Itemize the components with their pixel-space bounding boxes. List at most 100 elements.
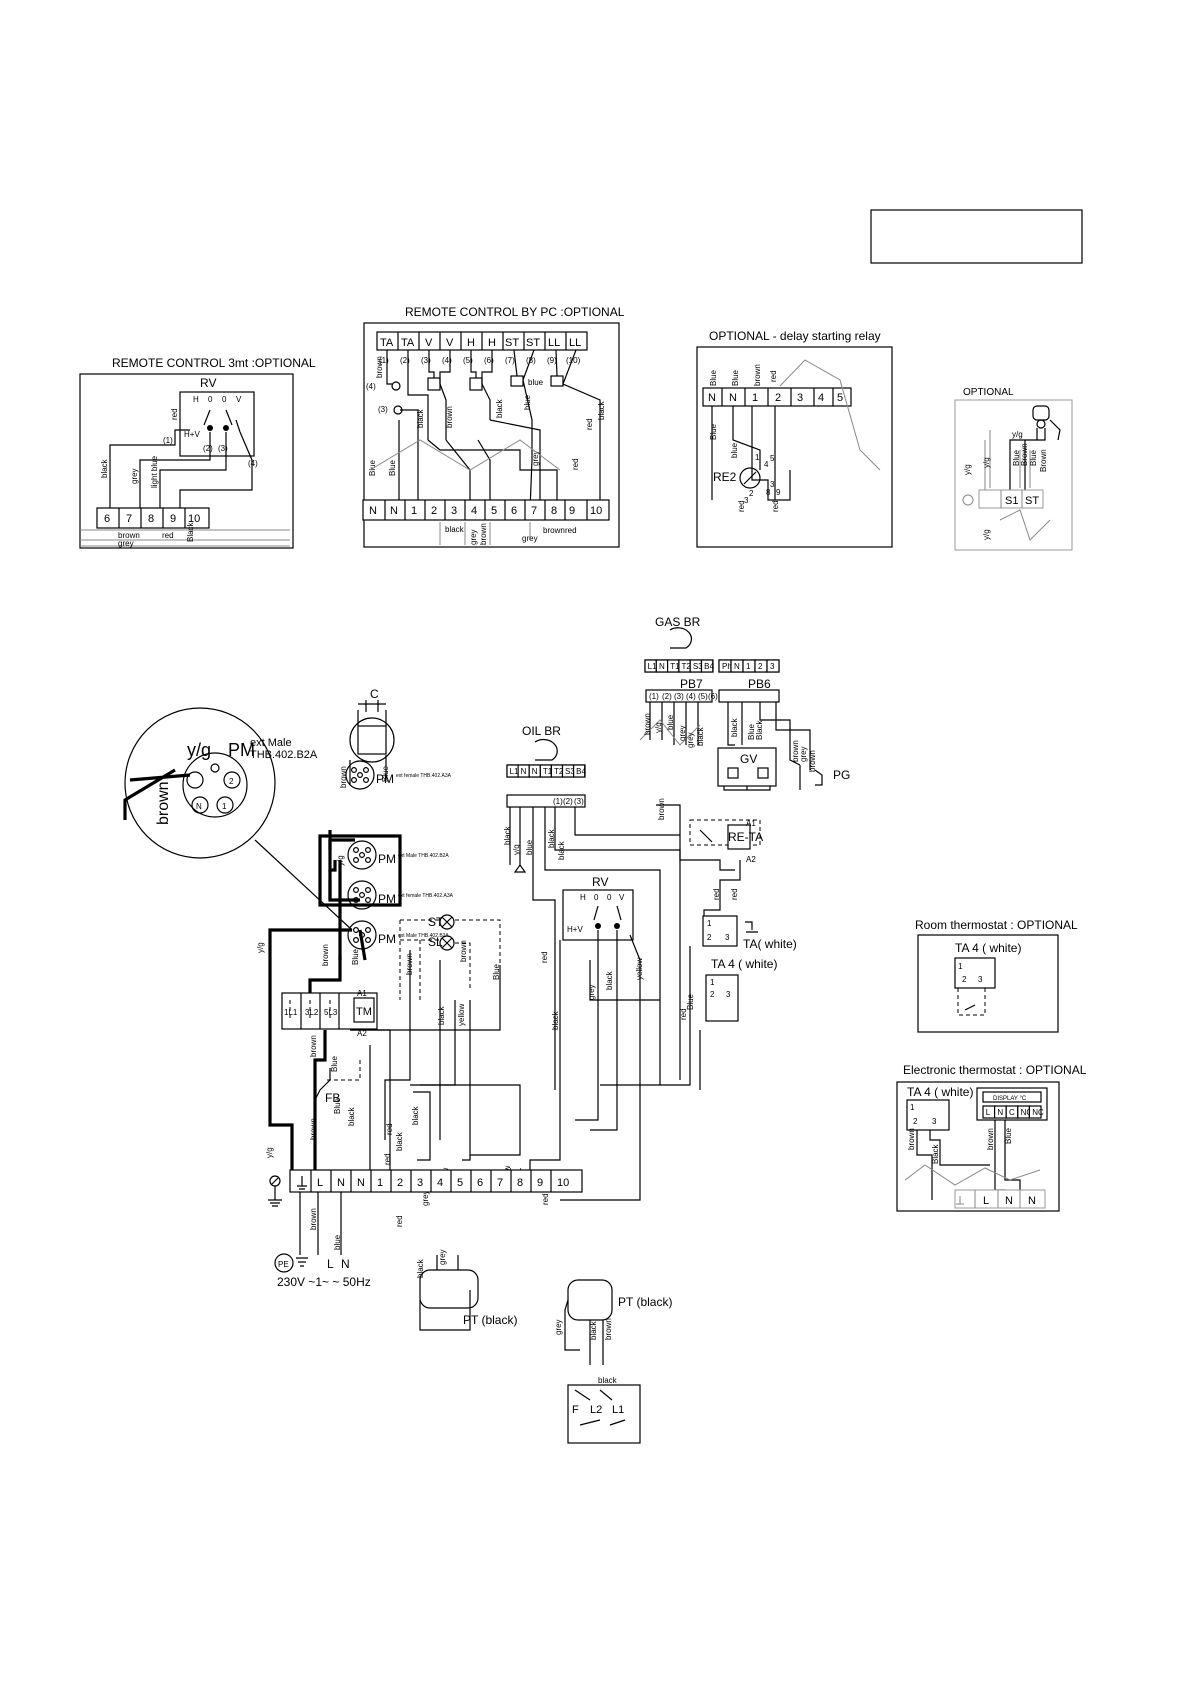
- svg-text:H: H: [488, 337, 496, 349]
- svg-text:ext female THB.402.A3A: ext female THB.402.A3A: [396, 773, 452, 779]
- svg-text:Brown: Brown: [1039, 449, 1048, 472]
- svg-text:grey: grey: [421, 1190, 430, 1206]
- svg-text:3: 3: [770, 480, 775, 489]
- svg-text:red: red: [679, 1008, 688, 1020]
- svg-text:A1: A1: [357, 989, 367, 998]
- svg-text:(2): (2): [400, 356, 410, 365]
- svg-text:Blue: Blue: [1029, 449, 1038, 466]
- svg-text:PB7: PB7: [680, 677, 703, 691]
- svg-text:PB6: PB6: [748, 677, 771, 691]
- svg-text:A1: A1: [746, 819, 756, 828]
- svg-text:10: 10: [188, 513, 200, 525]
- strip-terminal: 1: [377, 1177, 383, 1189]
- svg-text:0: 0: [594, 893, 599, 902]
- svg-text:(9): (9): [547, 356, 557, 365]
- svg-text:y/g: y/g: [982, 457, 991, 468]
- svg-text:N: N: [390, 505, 398, 517]
- panel-optional-st: OPTIONAL y/g y/g y/g Blue Brown Brown Bl…: [954, 387, 1073, 551]
- svg-text:Blue: Blue: [747, 723, 756, 740]
- svg-text:S1: S1: [1005, 495, 1018, 507]
- svg-text:black: black: [416, 1258, 425, 1278]
- svg-text:brown: brown: [808, 750, 817, 772]
- svg-text:1: 1: [222, 802, 227, 811]
- svg-text:2: 2: [229, 777, 234, 786]
- svg-text:brown: brown: [321, 944, 330, 966]
- svg-text:TA: TA: [380, 337, 394, 349]
- strip-terminal: 3: [417, 1177, 423, 1189]
- svg-text:2: 2: [962, 975, 967, 984]
- svg-text:(4): (4): [442, 356, 452, 365]
- terminal-label: N: [659, 662, 665, 671]
- terminal-label: 3: [770, 662, 775, 671]
- svg-text:V: V: [446, 337, 454, 349]
- svg-text:TA 4 ( white): TA 4 ( white): [711, 957, 777, 971]
- strip-terminal: N: [337, 1177, 345, 1189]
- svg-text:grey: grey: [438, 1249, 447, 1265]
- svg-text:(1): (1): [649, 692, 659, 701]
- svg-text:3: 3: [726, 990, 731, 999]
- svg-text:red: red: [385, 1123, 394, 1135]
- svg-text:(4): (4): [366, 382, 376, 391]
- svg-text:brown: brown: [753, 364, 762, 386]
- svg-text:brown: brown: [405, 953, 414, 975]
- terminal-label: S3: [565, 767, 575, 776]
- svg-text:(3): (3): [674, 692, 684, 701]
- svg-text:y/g: y/g: [256, 942, 265, 953]
- svg-text:H: H: [193, 395, 199, 404]
- svg-text:A2: A2: [357, 1029, 367, 1038]
- svg-text:brown: brown: [155, 781, 172, 825]
- svg-text:8: 8: [148, 513, 154, 525]
- pt-black-1: PT (black) black grey: [416, 1249, 517, 1331]
- svg-text:2: 2: [710, 990, 715, 999]
- svg-text:5: 5: [837, 392, 843, 404]
- svg-text:Blue: Blue: [709, 423, 718, 440]
- svg-text:black: black: [551, 1010, 560, 1030]
- main-rv: RV H 0 0 V H+V: [560, 875, 641, 1201]
- svg-text:red: red: [170, 408, 179, 420]
- svg-text:(3): (3): [218, 444, 228, 453]
- svg-text:1L1: 1L1: [284, 1008, 298, 1017]
- pt-black-2: PT (black) grey black brown black F L2 L…: [554, 1279, 672, 1444]
- room-thermostat-title: Room thermostat : OPTIONAL: [915, 918, 1078, 932]
- svg-text:3: 3: [725, 933, 730, 942]
- svg-text:Blue: Blue: [1004, 1127, 1013, 1144]
- terminal-label: N: [521, 767, 527, 776]
- svg-text:brown: brown: [375, 356, 384, 378]
- svg-text:brown: brown: [543, 526, 565, 535]
- svg-text:red: red: [395, 1215, 404, 1227]
- svg-text:LL: LL: [548, 337, 560, 349]
- svg-text:7: 7: [126, 513, 132, 525]
- svg-text:2: 2: [775, 392, 781, 404]
- svg-text:blue: blue: [528, 378, 544, 387]
- svg-text:grey: grey: [678, 725, 687, 741]
- svg-text:0: 0: [222, 395, 227, 404]
- svg-text:L2: L2: [590, 1404, 602, 1416]
- terminal-label: T1: [670, 662, 680, 671]
- svg-text:10: 10: [590, 505, 602, 517]
- svg-text:red: red: [737, 500, 746, 512]
- svg-text:yellow: yellow: [635, 958, 644, 980]
- svg-text:ST: ST: [505, 337, 519, 349]
- svg-text:(2): (2): [662, 692, 672, 701]
- svg-text:Black: Black: [186, 521, 195, 542]
- svg-text:N: N: [1028, 1195, 1036, 1207]
- oil-br-label: OIL BR: [522, 724, 561, 738]
- svg-text:red: red: [571, 458, 580, 470]
- svg-text:grey: grey: [686, 732, 695, 748]
- svg-text:5: 5: [770, 454, 775, 463]
- svg-text:2: 2: [707, 933, 712, 942]
- svg-text:black: black: [437, 1005, 446, 1025]
- svg-text:Black: Black: [931, 1143, 940, 1164]
- svg-text:blue: blue: [666, 714, 675, 730]
- svg-text:Blue: Blue: [686, 993, 695, 1010]
- svg-text:ext Male THB.402.B2A: ext Male THB.402.B2A: [398, 853, 449, 859]
- svg-text:black: black: [730, 717, 739, 737]
- svg-text:PE: PE: [278, 1260, 289, 1269]
- svg-text:black: black: [557, 840, 566, 860]
- svg-text:TA: TA: [401, 337, 415, 349]
- svg-text:ext Male THB.402.B2A: ext Male THB.402.B2A: [398, 933, 449, 939]
- svg-text:brown: brown: [309, 1035, 318, 1057]
- svg-text:PM: PM: [378, 852, 396, 866]
